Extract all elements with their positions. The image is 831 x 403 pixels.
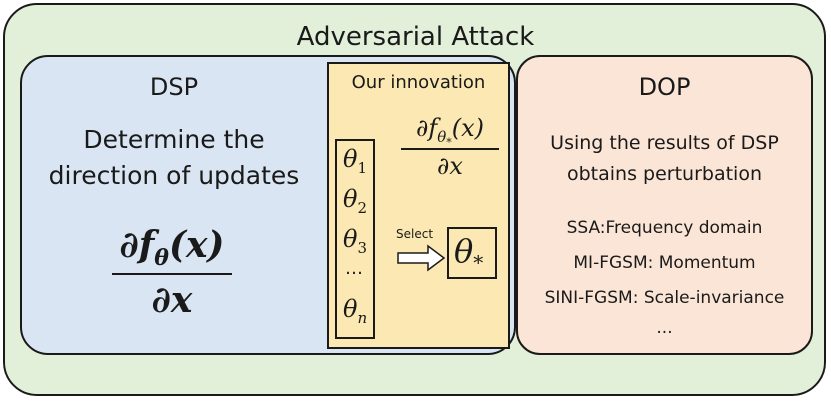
innovation-formula-numerator: ∂fθ*(x) <box>398 114 502 157</box>
theta-2-symbol: θ <box>343 185 358 213</box>
dop-method-mi-fgsm: MI-FGSM: Momentum <box>573 253 756 273</box>
inno-num-sub: θ <box>437 127 447 146</box>
dsp-description: Determine the direction of updates <box>20 122 328 194</box>
dsp-num-sub: θ <box>154 245 169 272</box>
theta-1-symbol: θ <box>343 145 358 173</box>
innovation-title: Our innovation <box>351 72 486 93</box>
select-arrow <box>397 244 446 272</box>
select-label: Select <box>396 227 434 241</box>
theta-2-sub: 2 <box>357 198 367 217</box>
inno-num-subsub: * <box>446 135 452 149</box>
dsp-description-line-1: Determine the <box>83 125 265 154</box>
innovation-fraction-bar <box>401 148 499 150</box>
dop-title: DOP <box>638 73 691 101</box>
selected-theta-box <box>447 227 497 279</box>
dop-description-line-2: obtains perturbation <box>566 163 762 185</box>
theta-list-box <box>335 139 375 339</box>
selected-theta-sub: * <box>473 250 484 275</box>
theta-3-sub: 3 <box>357 238 367 257</box>
theta-n: θn <box>343 295 367 327</box>
theta-n-sub: n <box>357 308 368 327</box>
dop-method-ssa: SSA:Frequency domain <box>566 218 763 238</box>
theta-1-sub: 1 <box>357 158 367 177</box>
theta-3-symbol: θ <box>343 225 358 253</box>
dop-description: Using the results of DSP obtains perturb… <box>516 128 813 190</box>
innovation-formula-denominator: ∂x <box>437 152 463 180</box>
dsp-description-line-2: direction of updates <box>48 161 300 190</box>
inno-num-base: ∂f <box>415 114 438 142</box>
dsp-num-base: ∂f <box>119 224 155 266</box>
dsp-formula-numerator: ∂fθ(x) <box>110 225 234 278</box>
theta-2: θ2 <box>343 185 367 217</box>
selected-theta: θ* <box>454 232 483 274</box>
selected-theta-symbol: θ <box>454 232 474 270</box>
dop-method-sini-fgsm: SINI-FGSM: Scale-invariance <box>544 288 785 308</box>
theta-n-symbol: θ <box>343 295 358 323</box>
dsp-num-arg: (x) <box>168 224 225 266</box>
dsp-title: DSP <box>149 73 199 101</box>
dop-method-ellipsis: ... <box>656 318 673 338</box>
theta-3: θ3 <box>343 225 367 257</box>
inno-num-arg: (x) <box>451 114 485 142</box>
dop-panel <box>516 55 813 355</box>
theta-1: θ1 <box>343 145 367 177</box>
theta-ellipsis: … <box>345 258 363 279</box>
dsp-formula-denominator: ∂x <box>151 279 193 321</box>
dop-description-line-1: Using the results of DSP <box>550 132 779 154</box>
outer-title: Adversarial Attack <box>296 22 535 52</box>
dsp-fraction-bar <box>112 273 232 275</box>
